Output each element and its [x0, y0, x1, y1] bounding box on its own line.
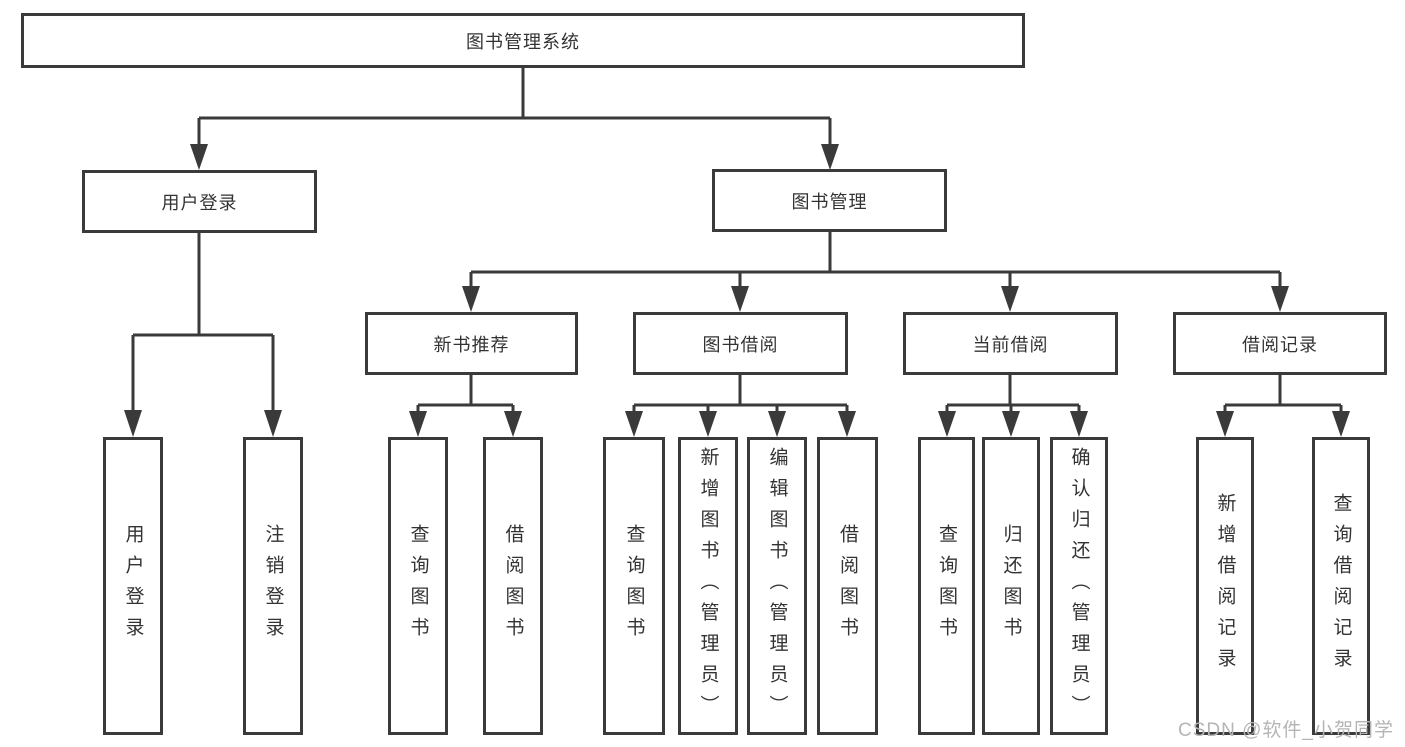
leaf-query-books-borrow: 查询图书 [603, 437, 665, 735]
node-book-borrow: 图书借阅 [633, 312, 848, 375]
leaf-confirm-return-admin: 确认归还（管理员） [1050, 437, 1108, 735]
leaf-user-login: 用户登录 [103, 437, 163, 735]
node-borrow-records: 借阅记录 [1173, 312, 1387, 375]
watermark: CSDN @软件_小贺同学 [1178, 720, 1394, 741]
leaf-return-book: 归还图书 [982, 437, 1040, 735]
leaf-edit-book-admin: 编辑图书（管理员） [747, 437, 807, 735]
leaf-query-books-recommend: 查询图书 [388, 437, 448, 735]
leaf-add-book-admin: 新增图书（管理员） [678, 437, 738, 735]
leaf-add-borrow-record: 新增借阅记录 [1196, 437, 1254, 735]
node-user-login: 用户登录 [82, 170, 317, 233]
node-current-borrow: 当前借阅 [903, 312, 1118, 375]
leaf-borrow-books-recommend: 借阅图书 [483, 437, 543, 735]
leaf-borrow-books: 借阅图书 [817, 437, 878, 735]
leaf-query-borrow-record: 查询借阅记录 [1312, 437, 1370, 735]
node-book-management: 图书管理 [712, 169, 947, 232]
node-new-book-recommend: 新书推荐 [365, 312, 578, 375]
node-library-management-system: 图书管理系统 [21, 13, 1025, 68]
leaf-logout: 注销登录 [243, 437, 303, 735]
arrowheads [124, 144, 1350, 437]
leaf-query-books-current: 查询图书 [918, 437, 975, 735]
